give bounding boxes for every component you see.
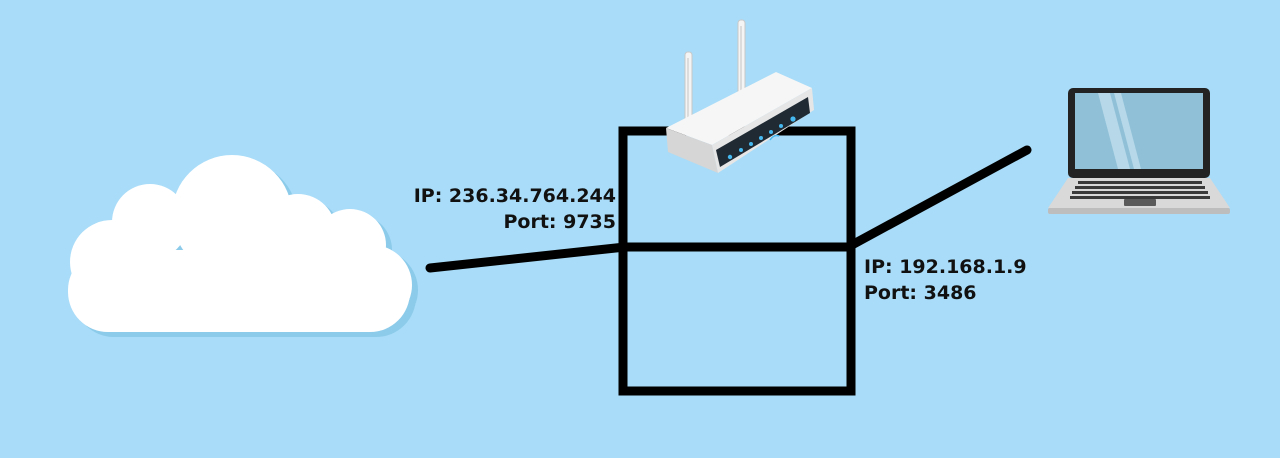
- router-icon: [666, 19, 814, 173]
- laptop-icon: [1048, 88, 1230, 214]
- lan-address-label: IP: 192.168.1.9 Port: 3486: [864, 254, 1027, 306]
- wan-address-label: IP: 236.34.764.244 Port: 9735: [414, 183, 616, 235]
- cloud-icon: [68, 155, 418, 337]
- lan-ip-text: IP: 192.168.1.9: [864, 256, 1027, 278]
- wan-ip-text: IP: 236.34.764.244: [413, 185, 616, 207]
- wan-port-text: Port: 9735: [503, 211, 616, 233]
- wan-connection-line: [425, 242, 630, 273]
- lan-connection-line: [845, 145, 1032, 251]
- nat-box: [618, 126, 856, 396]
- lan-port-text: Port: 3486: [864, 282, 977, 304]
